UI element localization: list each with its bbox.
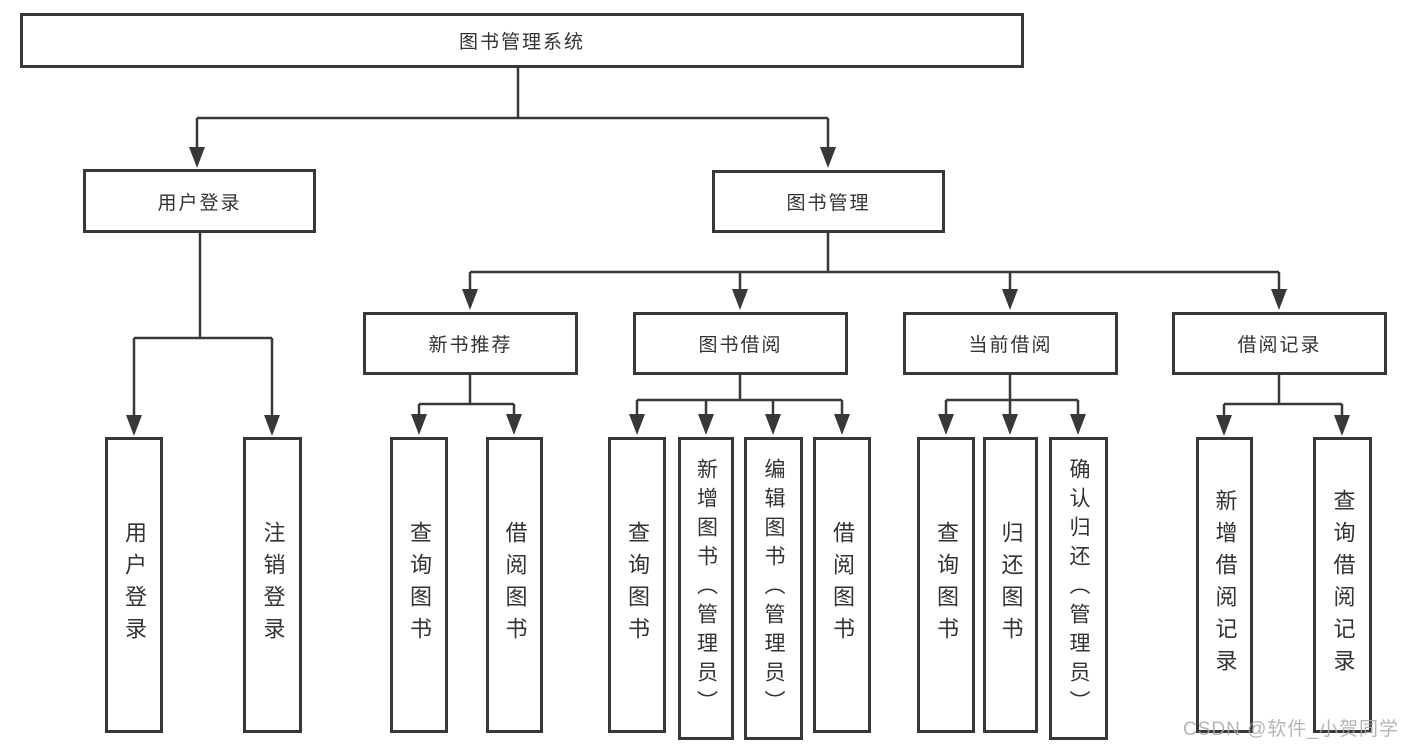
csdn-watermark: CSDN @软件_小贺同学 <box>1183 719 1399 740</box>
arrow-down-icon <box>834 414 850 435</box>
arrow-down-icon <box>1002 289 1018 310</box>
connector-userlogin-to-leaves <box>132 233 274 418</box>
leaf-add-books-admin: 新增图书（管理员） <box>678 437 734 740</box>
arrow-down-icon <box>1271 289 1287 310</box>
leaf-borrow-books: 借阅图书 <box>813 437 871 733</box>
connector-root-to-level2 <box>195 68 830 150</box>
leaf-query-borrow-record: 查询借阅记录 <box>1313 437 1372 733</box>
arrow-down-icon <box>506 414 522 435</box>
connector-newbook-to-leaves <box>417 375 516 417</box>
arrow-down-icon <box>629 414 645 435</box>
leaf-query-books: 查询图书 <box>917 437 975 733</box>
leaf-logout: 注销登录 <box>243 437 302 733</box>
arrow-down-icon <box>189 147 205 168</box>
arrow-down-icon <box>1216 415 1232 436</box>
node-borrow-record: 借阅记录 <box>1172 312 1387 375</box>
leaf-edit-books-admin: 编辑图书（管理员） <box>744 437 803 740</box>
arrow-down-icon <box>126 415 142 436</box>
node-user-login: 用户登录 <box>83 169 316 233</box>
leaf-user-login: 用户登录 <box>105 437 163 733</box>
connector-bookmgmt-to-level3 <box>468 233 1281 292</box>
connector-bookborrow-to-leaves <box>635 375 844 417</box>
arrow-down-icon <box>1334 415 1350 436</box>
connector-currentborrow-to-leaves <box>944 375 1080 417</box>
node-new-book-recommend: 新书推荐 <box>363 312 578 375</box>
node-book-borrow: 图书借阅 <box>633 312 848 375</box>
arrow-down-icon <box>264 415 280 436</box>
leaf-query-books: 查询图书 <box>608 437 666 733</box>
arrow-down-icon <box>462 289 478 310</box>
arrow-down-icon <box>1002 414 1018 435</box>
arrow-down-icon <box>765 414 781 435</box>
node-book-management: 图书管理 <box>712 170 945 233</box>
leaf-return-books: 归还图书 <box>983 437 1038 733</box>
arrow-down-icon <box>820 147 836 168</box>
leaf-query-books: 查询图书 <box>390 437 448 733</box>
arrow-down-icon <box>732 289 748 310</box>
arrow-down-icon <box>938 414 954 435</box>
leaf-borrow-books: 借阅图书 <box>486 437 543 733</box>
node-root-system: 图书管理系统 <box>20 13 1024 68</box>
connector-borrowrecord-to-leaves <box>1222 375 1344 417</box>
arrow-down-icon <box>1070 414 1086 435</box>
leaf-add-borrow-record: 新增借阅记录 <box>1196 437 1253 733</box>
node-current-borrow: 当前借阅 <box>903 312 1118 375</box>
arrow-down-icon <box>698 414 714 435</box>
leaf-confirm-return-admin: 确认归还（管理员） <box>1049 437 1108 740</box>
arrow-down-icon <box>411 414 427 435</box>
